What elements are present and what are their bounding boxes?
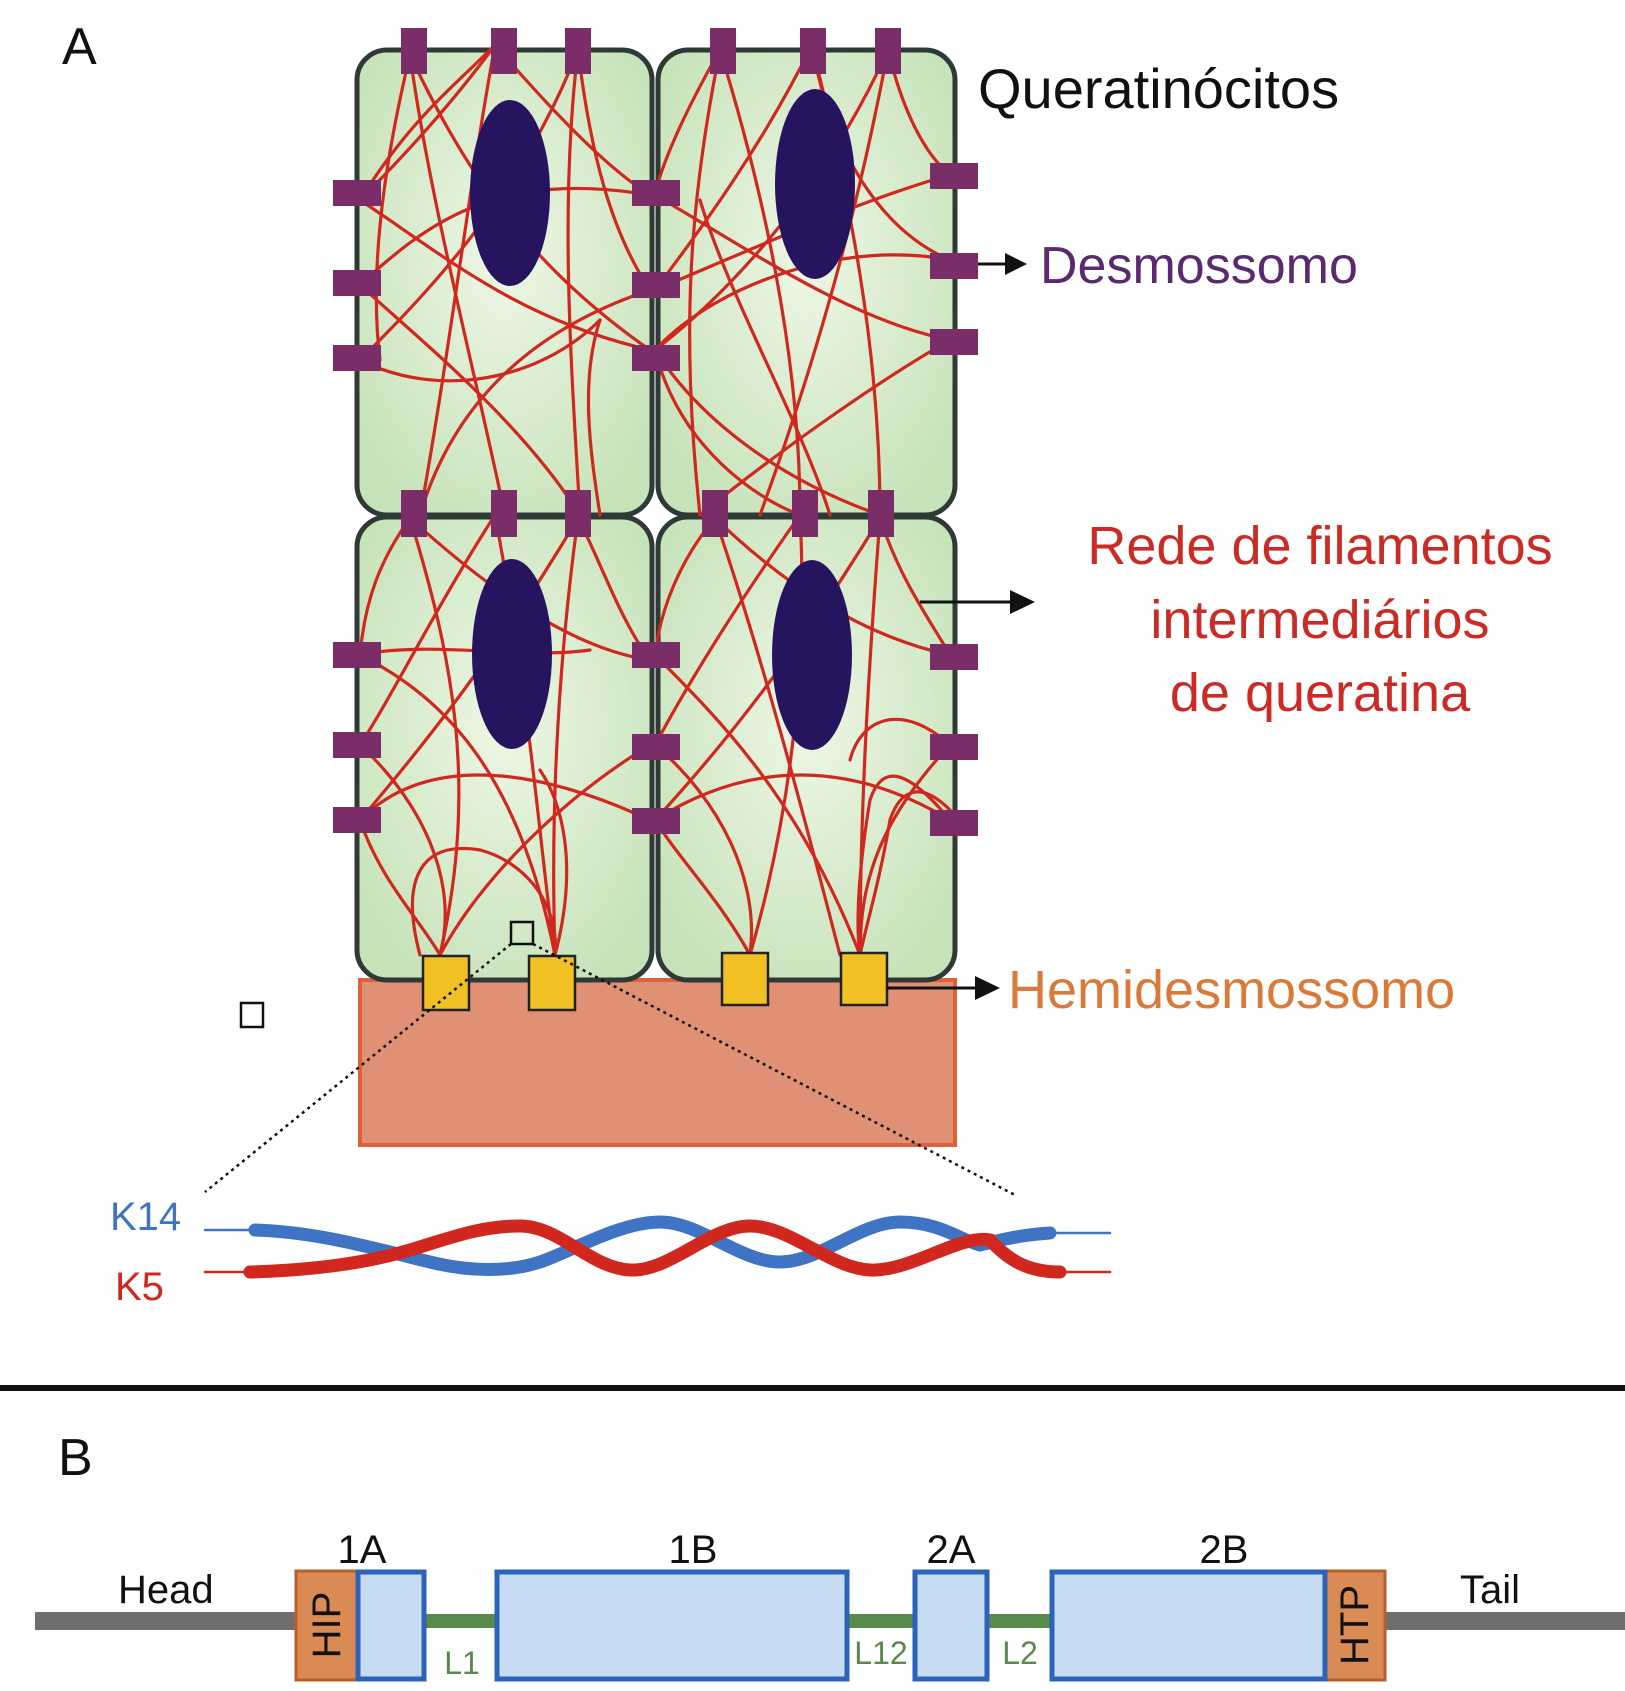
label-k14: K14 xyxy=(110,1195,181,1239)
desmosome xyxy=(565,490,591,537)
segment-2b xyxy=(1049,1569,1328,1682)
desmosome xyxy=(333,642,381,668)
desmosome xyxy=(565,28,591,74)
label-head: Head xyxy=(118,1568,214,1612)
panel-divider xyxy=(0,1385,1625,1391)
label-network-line1: Rede de filamentos xyxy=(1087,516,1552,576)
panel-b-letter: B xyxy=(58,1429,93,1487)
desmosome xyxy=(333,732,381,758)
label-arrows xyxy=(887,253,1035,1000)
label-l2: L2 xyxy=(1002,1635,1038,1671)
label-l12: L12 xyxy=(854,1635,907,1671)
desmosome xyxy=(930,163,978,189)
label-network-line2: intermediários xyxy=(1150,590,1489,650)
keratin-filament-network xyxy=(358,43,952,957)
label-hip: HIP xyxy=(305,1592,349,1659)
arrow-network-head xyxy=(1010,590,1035,614)
desmosome xyxy=(401,28,427,74)
desmosome xyxy=(333,807,381,833)
rod-segments xyxy=(355,1569,1328,1682)
desmosome xyxy=(333,270,381,296)
desmosome xyxy=(632,808,680,834)
desmosome xyxy=(930,810,978,836)
desmosome xyxy=(875,28,901,74)
k14-strand xyxy=(248,1215,1057,1276)
desmosome xyxy=(930,329,978,355)
nucleus-top-right xyxy=(775,89,855,279)
desmosome xyxy=(632,180,680,206)
panel-b: B HIP HTP Head Tail 1A 1B 2A 2B L1 L12 L… xyxy=(35,1429,1625,1682)
hemidesmosome-box xyxy=(839,951,889,1007)
segment-1b xyxy=(494,1569,850,1682)
label-l1: L1 xyxy=(444,1645,480,1681)
desmosome xyxy=(401,490,427,537)
desmosome xyxy=(491,28,517,74)
label-2a: 2A xyxy=(927,1528,976,1572)
desmosome xyxy=(792,490,818,537)
segment-2a xyxy=(912,1569,990,1682)
desmosome xyxy=(930,253,978,279)
label-htp: HTP xyxy=(1333,1585,1377,1665)
panel-a-letter: A xyxy=(62,18,97,76)
hemidesmosome-box xyxy=(527,954,577,1012)
label-1a: 1A xyxy=(338,1528,387,1572)
hip-box xyxy=(294,1569,360,1682)
label-1b: 1B xyxy=(669,1528,718,1572)
label-tail: Tail xyxy=(1460,1568,1520,1612)
desmosome xyxy=(491,490,517,537)
label-2b: 2B xyxy=(1200,1528,1249,1572)
label-desmosome: Desmossomo xyxy=(1040,237,1358,295)
segment-1a xyxy=(355,1569,427,1682)
nucleus-bottom-left xyxy=(472,559,552,749)
label-k5: K5 xyxy=(115,1265,164,1309)
desmosome xyxy=(800,28,826,74)
label-network-line3: de queratina xyxy=(1170,663,1471,723)
desmosome xyxy=(632,734,680,760)
desmosome xyxy=(868,490,894,537)
zoom-marker xyxy=(509,920,535,946)
desmosome xyxy=(333,345,381,371)
zoom-line-left xyxy=(204,943,512,1193)
desmosome xyxy=(930,644,978,670)
hemidesmosome-box xyxy=(421,954,471,1012)
panel-a: A xyxy=(62,18,1553,1309)
desmosome xyxy=(632,272,680,298)
htp-box xyxy=(1323,1569,1387,1682)
desmosomes xyxy=(333,28,978,836)
hemidesmosomes xyxy=(421,951,889,1012)
desmosome xyxy=(632,345,680,371)
nucleus-top-left xyxy=(470,100,550,286)
desmosome xyxy=(930,734,978,760)
small-square-marker xyxy=(239,1001,265,1029)
coiled-coil xyxy=(203,1215,1112,1279)
hemidesmosome-box xyxy=(720,951,770,1007)
desmosome xyxy=(632,642,680,668)
arrow-hemidesmosome-head xyxy=(975,976,1000,1000)
nuclei xyxy=(470,89,855,750)
label-hemidesmosome: Hemidesmossomo xyxy=(1008,960,1455,1020)
label-keratinocytes: Queratinócitos xyxy=(978,57,1339,120)
desmosome xyxy=(702,490,728,537)
desmosome xyxy=(710,28,736,74)
k5-strand xyxy=(243,1219,1067,1279)
desmosome xyxy=(333,180,381,206)
arrow-desmosome-head xyxy=(1005,253,1027,275)
nucleus-bottom-right xyxy=(772,560,852,750)
